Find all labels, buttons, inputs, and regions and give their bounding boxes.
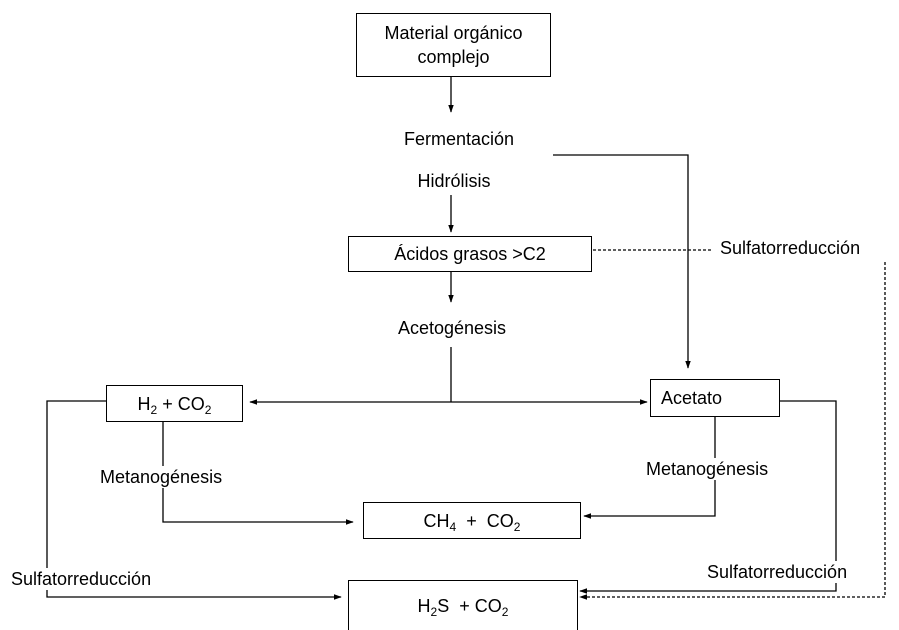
arrow-acetato-to-h2s xyxy=(579,400,837,594)
node-acetato: Acetato xyxy=(650,379,780,417)
label-fermentacion: Fermentación xyxy=(403,129,515,149)
node-h2-co2: H2 + CO2 xyxy=(106,385,243,422)
dashed-sulfato-to-h2s xyxy=(579,262,886,600)
node-h2s-co2-label: H2S + CO2 xyxy=(417,595,509,619)
node-ch4-co2-label: CH4 + CO2 xyxy=(423,510,521,534)
node-h2s-co2: H2S + CO2 xyxy=(348,580,578,630)
node-acidos-grasos: Ácidos grasos >C2 xyxy=(348,236,592,272)
node-acetato-label: Acetato xyxy=(661,388,723,408)
arrow-h2co2-to-h2s xyxy=(46,400,342,600)
arrow-fermentacion-to-acetato xyxy=(553,154,691,369)
label-acetogenesis: Acetogénesis xyxy=(397,318,507,338)
label-sulfatorreduccion-left: Sulfatorreducción xyxy=(9,568,154,590)
node-material-organico: Material orgánico complejo xyxy=(356,13,551,77)
label-sulfatorreduccion-right: Sulfatorreducción xyxy=(705,561,850,583)
label-metanogenesis-right: Metanogénesis xyxy=(644,458,771,480)
label-metanogenesis-left: Metanogénesis xyxy=(98,466,225,488)
node-acidos-label: Ácidos grasos >C2 xyxy=(394,244,546,264)
node-h2-co2-label: H2 + CO2 xyxy=(137,393,212,417)
node-material-line1: Material orgánico xyxy=(384,23,523,43)
arrow-h2co2-to-ch4 xyxy=(162,422,354,525)
label-hidrolisis: Hidrólisis xyxy=(417,171,491,191)
node-material-line2: complejo xyxy=(417,47,490,67)
node-ch4-co2: CH4 + CO2 xyxy=(363,502,581,539)
label-sulfatorreduccion-top: Sulfatorreducción xyxy=(720,238,861,258)
arrow-acetato-to-ch4 xyxy=(583,417,716,519)
